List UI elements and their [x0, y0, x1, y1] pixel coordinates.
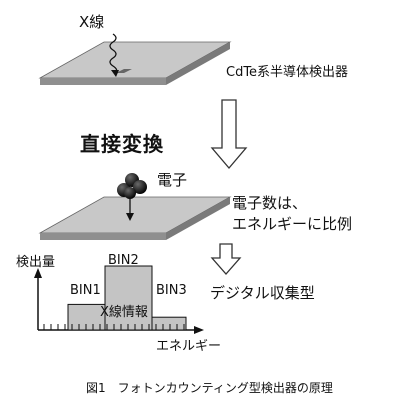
digital-arrow	[210, 243, 242, 275]
electron-count-line1: 電子数は、	[232, 194, 308, 212]
xray-arrowhead	[111, 70, 119, 77]
detector-plate-bottom	[38, 196, 232, 240]
detector-plate-top	[38, 41, 232, 85]
histogram-bar-bin3	[151, 316, 187, 331]
direct-conversion-label: 直接変換	[80, 132, 164, 156]
histogram	[34, 265, 204, 334]
bin1-label: BIN1	[70, 283, 101, 298]
energy-axis-arrow	[194, 326, 204, 334]
electron-arrow-head	[126, 213, 134, 221]
figure-caption: 図1 フォトンカウンティング型検出器の原理	[86, 381, 333, 395]
bin3-label: BIN3	[156, 283, 187, 298]
electron-count-line2: エネルギーに比例	[232, 215, 353, 233]
absorption-spot	[116, 69, 132, 73]
histogram-bar-bin2	[104, 265, 153, 331]
xray-label: X線	[79, 13, 105, 31]
digital-label: デジタル収集型	[210, 284, 315, 302]
energy-ticks	[43, 324, 185, 330]
xray-info-label: X線情報	[100, 305, 148, 320]
electron-cluster	[117, 173, 147, 199]
xray-wave	[109, 33, 118, 73]
counts-axis-label: 検出量	[16, 255, 56, 270]
conversion-arrow	[210, 99, 248, 170]
detector-label: CdTe系半導体検出器	[226, 65, 349, 80]
energy-axis-label: エネルギー	[156, 339, 222, 354]
electron-label: 電子	[157, 171, 188, 189]
bin2-label: BIN2	[108, 253, 139, 268]
counts-axis-arrow	[34, 268, 42, 278]
